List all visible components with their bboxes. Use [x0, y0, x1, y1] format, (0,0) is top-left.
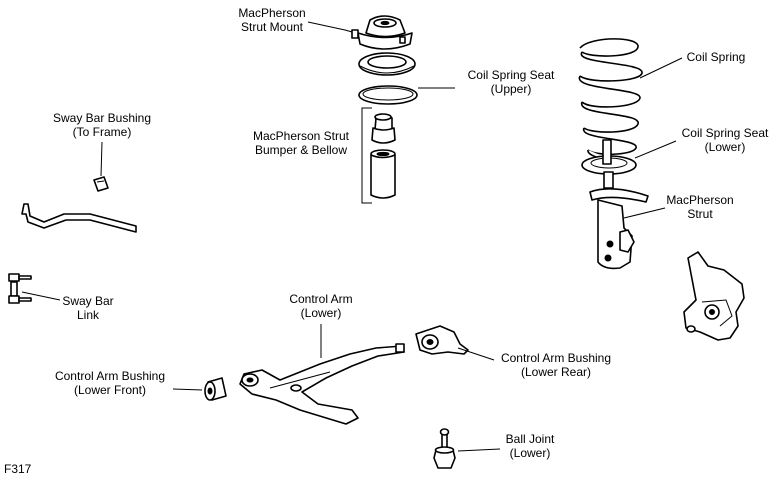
macpherson-strut-part: [589, 171, 649, 270]
ball-joint-part: [433, 428, 456, 469]
label-sway-bar-bushing-line1: Sway Bar Bushing: [52, 111, 152, 125]
label-ball-joint: Ball Joint (Lower): [498, 432, 562, 460]
steering-knuckle-part: [683, 251, 745, 341]
label-bumper-bellow-line2: Bumper & Bellow: [254, 143, 348, 157]
strut-mount-part: [351, 15, 413, 50]
label-coil-spring-seat-lower: Coil Spring Seat (Lower): [674, 126, 776, 154]
label-coil-spring: Coil Spring: [676, 50, 756, 64]
label-ball-joint-line2: (Lower): [509, 446, 551, 460]
label-ball-joint-line1: Ball Joint: [505, 432, 555, 446]
label-ca-bushing-front-line1: Control Arm Bushing: [54, 369, 166, 383]
label-sway-bar-bushing-line2: (To Frame): [72, 125, 132, 139]
label-spring-seat-lower-line1: Coil Spring Seat: [681, 126, 769, 140]
coil-spring-part: [578, 38, 643, 169]
label-strut-line2: Strut: [687, 207, 713, 221]
bumper-bellow-bracket: [361, 107, 372, 204]
label-control-arm-line1: Control Arm: [289, 292, 353, 306]
coil-spring-seat-upper-part: [358, 52, 418, 105]
label-spring-seat-upper-line1: Coil Spring Seat: [467, 68, 555, 82]
strut-mount-leader: [307, 21, 353, 33]
control-arm-part: [239, 343, 405, 425]
label-ca-bushing-front: Control Arm Bushing (Lower Front): [46, 369, 174, 397]
label-strut-mount: MacPherson Strut Mount: [222, 6, 322, 34]
label-strut-mount-line1: MacPherson: [238, 6, 306, 20]
strut-leader: [623, 207, 666, 219]
coil-spring-leader: [639, 57, 683, 79]
sway-bar-bushing-leader: [100, 141, 103, 177]
sway-bar-bushing-part: [93, 176, 109, 192]
label-ca-bushing-rear: Control Arm Bushing (Lower Rear): [490, 351, 622, 379]
label-coil-spring-line1: Coil Spring: [686, 50, 746, 64]
bumper-bellow-part: [370, 113, 396, 199]
label-strut-line1: MacPherson: [666, 193, 734, 207]
sway-bar-link-leader: [21, 291, 61, 301]
ca-bushing-rear-leader: [457, 347, 495, 361]
spring-seat-lower-leader: [634, 140, 677, 159]
label-sway-bar-bushing: Sway Bar Bushing (To Frame): [44, 111, 160, 139]
label-spring-seat-lower-line2: (Lower): [704, 140, 746, 154]
label-spring-seat-upper-line2: (Upper): [490, 82, 532, 96]
ball-joint-leader: [457, 448, 501, 452]
label-ca-bushing-front-line2: (Lower Front): [73, 383, 147, 397]
label-sway-bar-link: Sway Bar Link: [56, 294, 120, 322]
ca-bushing-front-leader: [172, 388, 203, 391]
label-ca-bushing-rear-line2: (Lower Rear): [520, 365, 592, 379]
control-arm-bushing-front-part: [204, 377, 227, 401]
sway-bar-link-part: [8, 273, 32, 304]
label-bumper-bellow-line1: MacPherson Strut: [252, 129, 350, 143]
sway-bar-part: [21, 203, 137, 233]
label-control-arm-line2: (Lower): [300, 306, 342, 320]
label-coil-spring-seat-upper: Coil Spring Seat (Upper): [452, 68, 570, 96]
label-macpherson-strut: MacPherson Strut: [658, 193, 742, 221]
figure-code: F317: [4, 462, 32, 476]
label-control-arm: Control Arm (Lower): [280, 292, 362, 320]
label-sway-bar-link-line2: Link: [76, 308, 99, 322]
control-arm-bushing-rear-part: [415, 325, 469, 355]
label-bumper-bellow: MacPherson Strut Bumper & Bellow: [244, 129, 358, 157]
label-strut-mount-line2: Strut Mount: [240, 20, 304, 34]
label-sway-bar-link-line1: Sway Bar: [62, 294, 114, 308]
label-ca-bushing-rear-line1: Control Arm Bushing: [500, 351, 612, 365]
